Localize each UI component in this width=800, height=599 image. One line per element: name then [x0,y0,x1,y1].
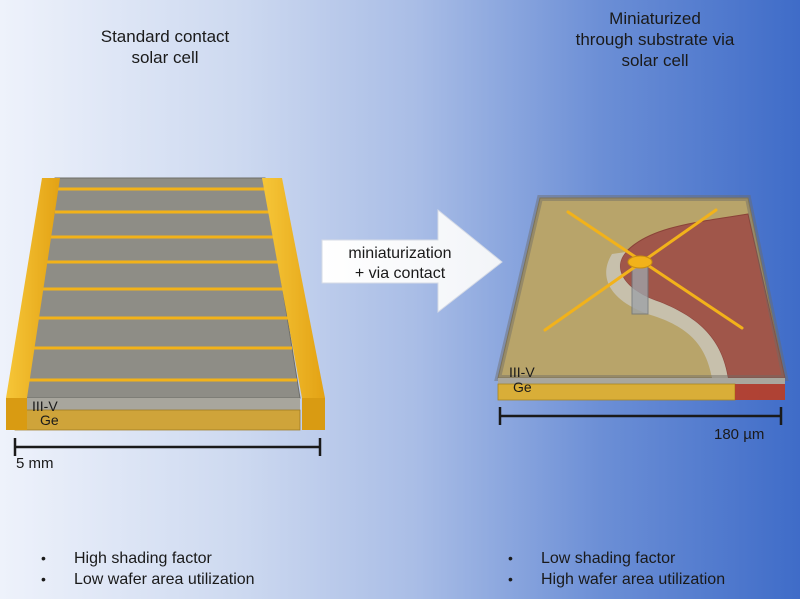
arrow-label: miniaturization + via contact [320,244,480,284]
standard-cell-title-line2: solar cell [131,48,199,67]
miniaturized-cell-title-line2: through substrate via [575,30,735,49]
miniaturized-cell-via-cylinder [631,263,649,315]
miniaturized-cell-title-line1: Miniaturized [609,9,701,28]
standard-cell-illustration [6,177,325,456]
miniaturized-cell-title: Miniaturized through substrate via solar… [545,8,765,71]
standard-cell-bullet-1: High shading factor [38,548,255,569]
miniaturized-cell-fingers [543,208,744,332]
standard-cell-left-busbar-top [6,178,60,398]
miniaturized-cell-via-rim [606,252,728,378]
arrow-label-line2: + via contact [354,265,446,282]
standard-cell-scale-label: 5 mm [16,455,54,472]
standard-cell-ge-label: Ge [40,412,59,428]
miniaturized-cell-bullet-1: Low shading factor [505,548,725,569]
miniaturized-cell-front-iiiv [498,378,785,384]
standard-cell-bullet-2: Low wafer area utilization [38,569,255,590]
miniaturized-cell-bullet-2: High wafer area utilization [505,569,725,590]
miniaturized-cell-scale-label: 180 µm [714,426,765,443]
miniaturized-cell-iiiv-label: III-V [509,364,535,380]
arrow-label-line1: miniaturization [348,245,452,262]
miniaturized-cell-title-line3: solar cell [621,51,689,70]
standard-cell-right-busbar-top [262,178,325,398]
standard-cell-left-busbar-front [6,398,27,430]
standard-cell-title: Standard contact solar cell [70,26,260,68]
standard-cell-title-line1: Standard contact [100,27,230,46]
standard-cell-bullet-list: High shading factor Low wafer area utili… [38,548,255,590]
miniaturized-cell-ge-label: Ge [513,379,532,395]
miniaturized-cell-front-ge [497,383,736,401]
miniaturized-cell-bullet-list: Low shading factor High wafer area utili… [505,548,725,590]
miniaturized-cell-front-contact [735,384,785,400]
standard-cell-fingers [27,187,297,382]
miniaturized-cell-illustration [494,195,789,425]
miniaturized-cell-center-pad [627,255,653,269]
miniaturized-cell-scale-bar [498,407,783,425]
miniaturization-arrow [321,208,503,314]
standard-cell-right-busbar-front [302,398,325,430]
standard-cell-scale-bar [13,438,322,456]
standard-cell-front-iiiv [15,398,300,410]
standard-cell-iiiv-label: III-V [32,398,58,414]
